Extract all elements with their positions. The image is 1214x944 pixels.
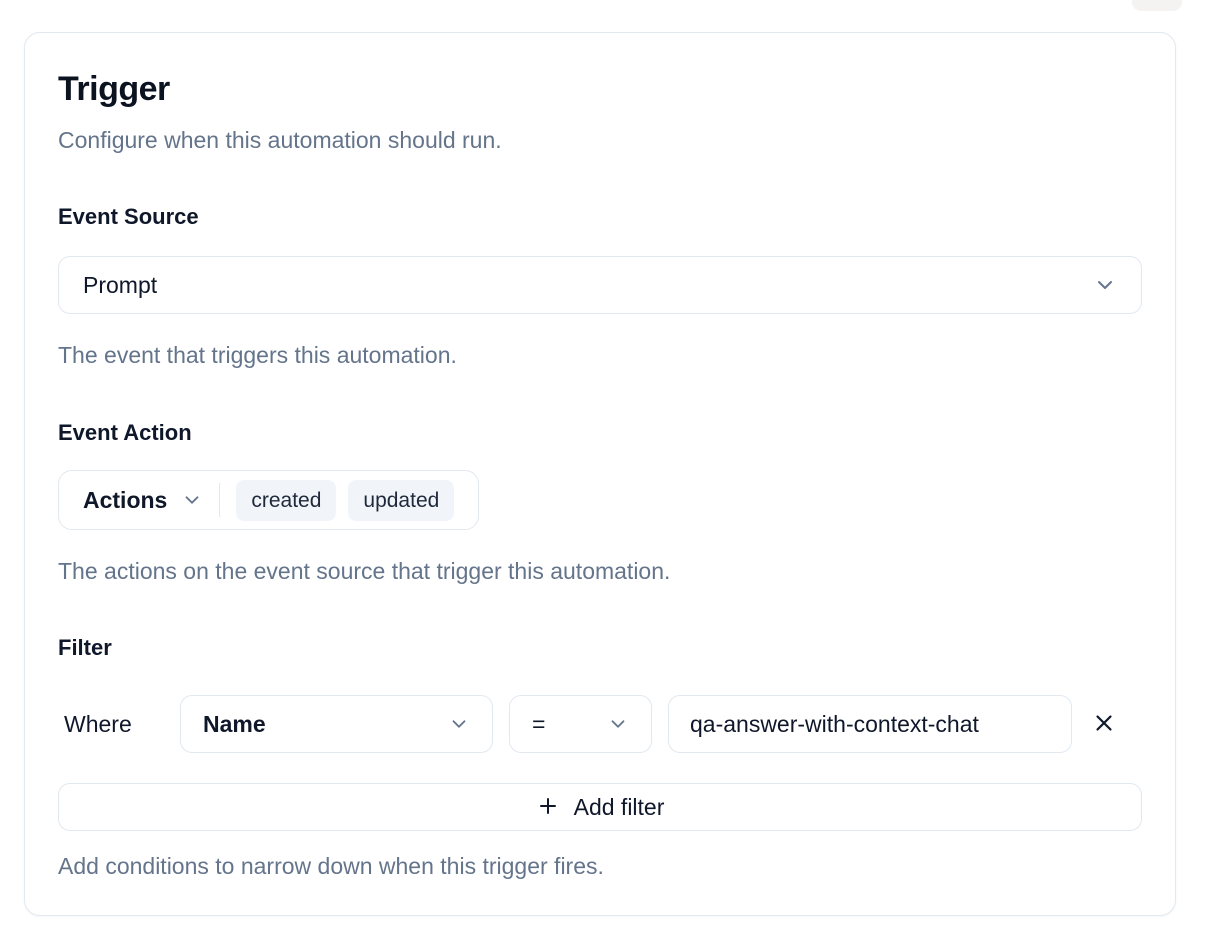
filter-condition-row: Where Name = [58,695,1142,753]
filter-label: Filter [58,635,112,660]
page-subtitle: Configure when this automation should ru… [58,127,502,153]
add-filter-label: Add filter [573,793,665,820]
divider [219,483,221,517]
event-source-selected-value: Prompt [83,271,158,298]
action-chip[interactable]: updated [348,479,455,521]
remove-filter-button[interactable] [1088,708,1120,740]
filter-operator-selected-value: = [532,710,546,737]
plus-icon [536,794,560,821]
filter-helper: Add conditions to narrow down when this … [58,853,604,879]
event-source-label: Event Source [58,204,199,229]
where-label: Where [64,710,132,737]
event-source-select[interactable]: Prompt [58,256,1142,314]
filter-field-select[interactable]: Name [180,695,493,753]
filter-value-input[interactable] [668,695,1072,753]
event-action-multiselect[interactable]: Actions created updated [58,470,480,530]
chevron-down-icon [607,713,629,735]
selected-action-chips: created updated [236,479,455,521]
chevron-down-icon [181,489,203,511]
event-action-label: Event Action [58,420,192,445]
filter-field-selected-value: Name [203,710,266,737]
close-icon [1091,710,1117,739]
add-filter-button[interactable]: Add filter [58,783,1142,831]
page-title: Trigger [58,70,170,108]
event-action-dropdown-label: Actions [83,486,168,513]
chevron-down-icon [448,713,470,735]
action-chip[interactable]: created [236,479,337,521]
event-action-helper: The actions on the event source that tri… [58,558,671,584]
cutoff-top-right-element [1132,0,1182,11]
event-source-helper: The event that triggers this automation. [58,342,457,368]
trigger-card: Trigger Configure when this automation s… [24,32,1176,916]
chevron-down-icon [1093,273,1117,297]
filter-operator-select[interactable]: = [509,695,652,753]
